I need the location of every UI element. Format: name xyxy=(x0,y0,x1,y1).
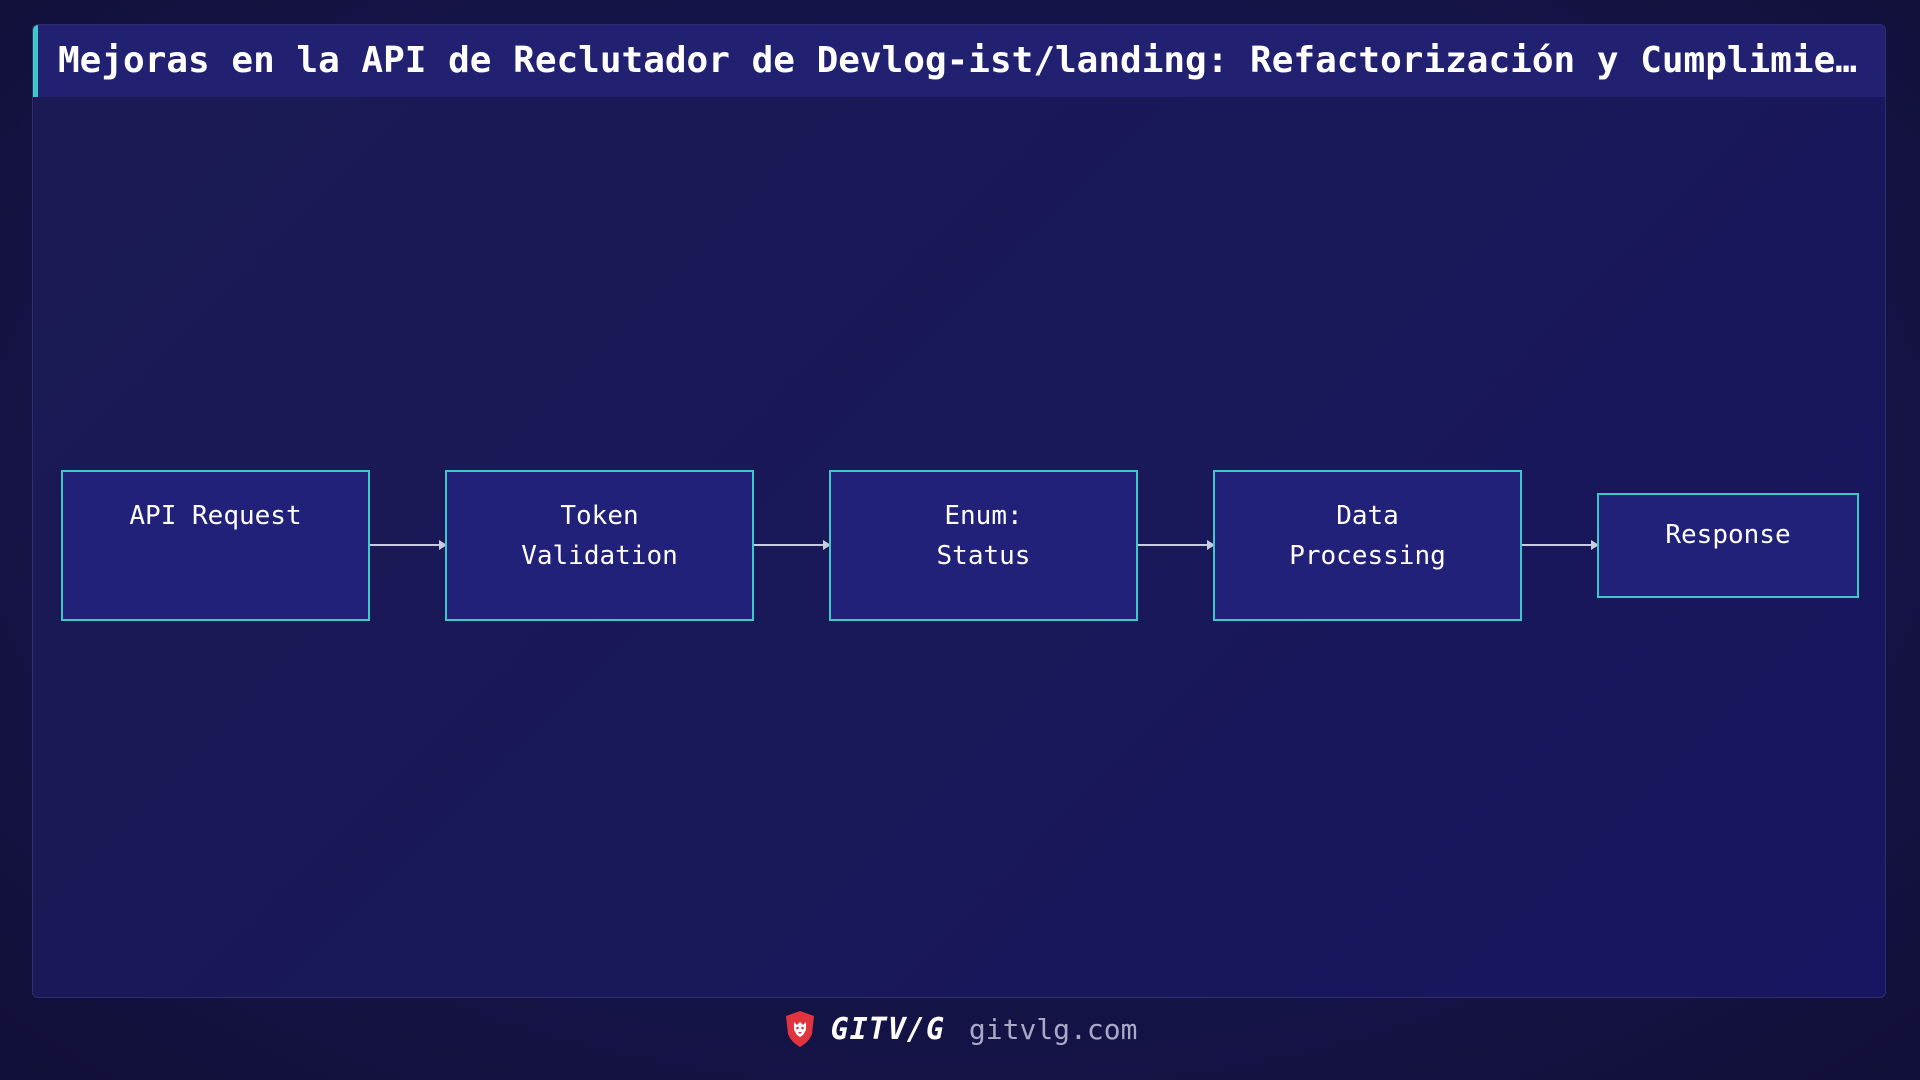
node-data-processing: Data Processing xyxy=(1213,470,1522,621)
node-label: Data Processing xyxy=(1289,501,1446,571)
title-bar: Mejoras en la API de Reclutador de Devlo… xyxy=(33,25,1885,97)
brand-url-link[interactable]: gitvlg.com xyxy=(968,1012,1138,1046)
node-token-validation: Token Validation xyxy=(445,470,754,621)
edge-arrow xyxy=(370,540,447,550)
node-response: Response xyxy=(1597,493,1859,598)
node-enum-status: Enum: Status xyxy=(829,470,1138,621)
edge-arrow xyxy=(754,540,831,550)
node-label: API Request xyxy=(129,501,302,531)
edge-arrow xyxy=(1522,540,1599,550)
footer-branding: GITV/G gitvlg.com xyxy=(783,1010,1138,1048)
node-label: Enum: Status xyxy=(936,501,1031,571)
footer: GITV/G gitvlg.com xyxy=(0,1010,1920,1060)
node-label: Token Validation xyxy=(521,501,678,571)
lion-shield-icon xyxy=(783,1010,817,1048)
edge-arrow xyxy=(1138,540,1215,550)
node-api-request: API Request xyxy=(61,470,370,621)
brand-name: GITV/G xyxy=(830,1011,945,1047)
node-label: Response xyxy=(1665,520,1791,550)
